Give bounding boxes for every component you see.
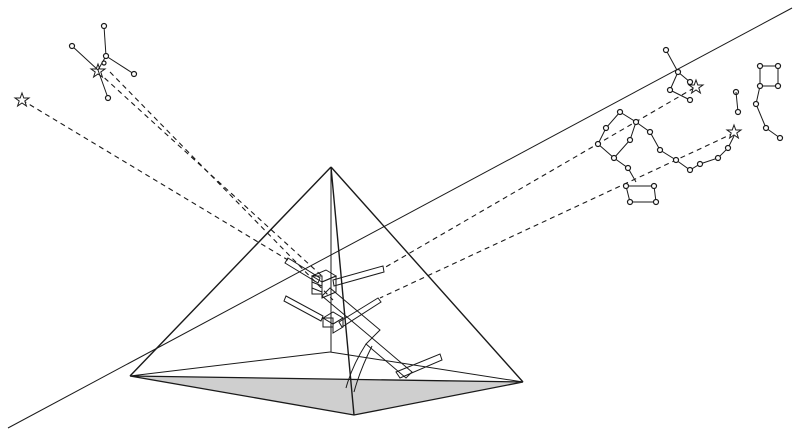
stars — [13, 62, 743, 140]
queens-shaft-south — [338, 297, 382, 328]
pyramid-back-edge — [129, 351, 331, 377]
queens-shaft-north — [283, 295, 324, 322]
constellation-left — [68, 22, 138, 102]
subterranean-passage — [395, 353, 443, 379]
constellation-right-large — [594, 108, 735, 206]
sight-line-left-star — [21, 99, 289, 261]
entrance-passage-2 — [353, 345, 373, 393]
sight-line-right-b — [379, 132, 735, 299]
entrance-passage — [345, 343, 367, 389]
ecliptic-line — [7, 7, 793, 429]
constellation-right-small — [662, 46, 742, 116]
sight-line-orion-b — [109, 71, 334, 301]
pyramid-edge-left — [129, 166, 332, 377]
queens-chamber — [322, 311, 344, 334]
constellation-right-box — [752, 62, 784, 142]
pyramid-edge-right — [330, 166, 524, 383]
star-icon — [13, 91, 31, 108]
kings-shaft-north — [284, 257, 321, 284]
pyramid-base — [129, 375, 524, 416]
sight-line-right-a — [383, 87, 695, 269]
kings-shaft-south — [332, 265, 385, 287]
descending-passage — [365, 337, 413, 379]
internal-chambers — [283, 257, 443, 393]
star-icon — [725, 123, 743, 140]
pyramid-edge-front — [330, 166, 355, 416]
sight-line-orion-a — [97, 71, 323, 277]
kings-chamber — [310, 269, 338, 299]
